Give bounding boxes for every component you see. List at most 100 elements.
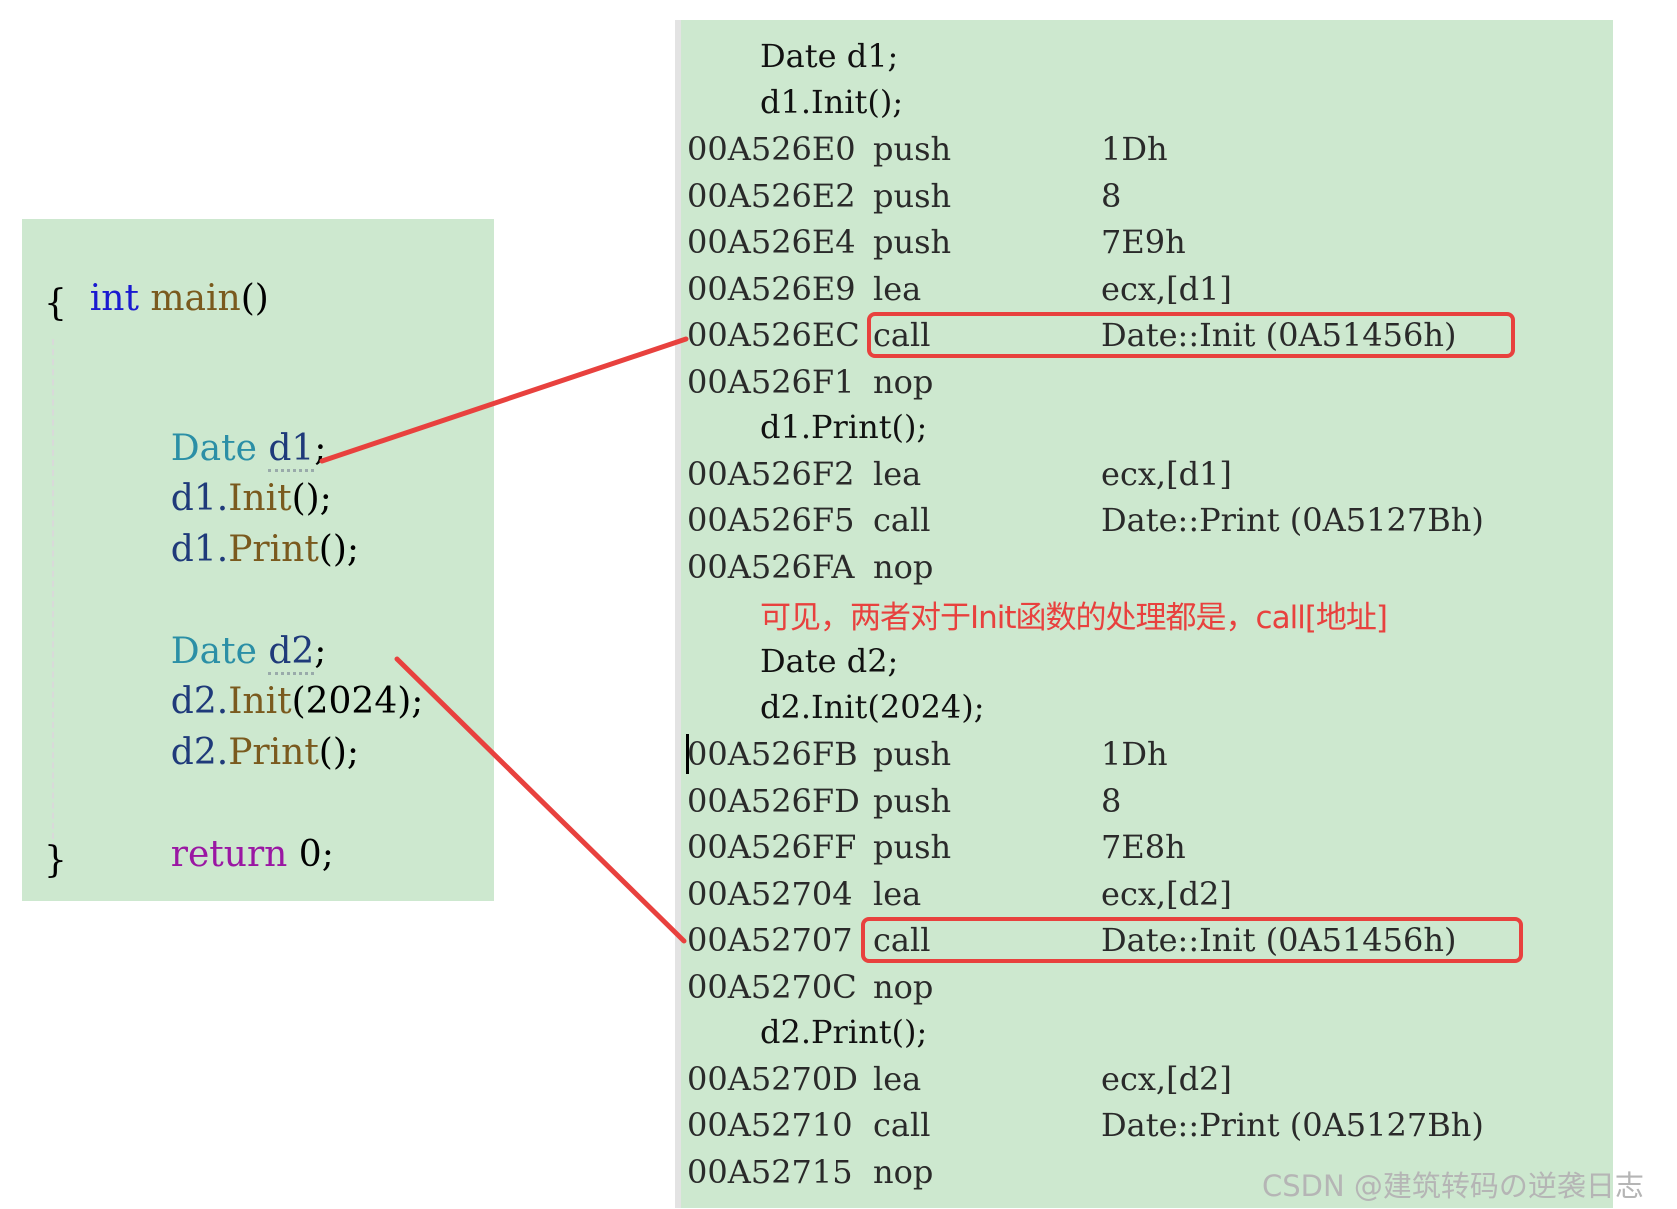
date-type-1: Date	[170, 428, 257, 469]
d2-print-fn: Print	[228, 732, 319, 773]
d1-init-line: d1.Init();	[125, 433, 332, 565]
asm-row[interactable]: 00A526F1 nop	[687, 362, 1587, 402]
asm-row[interactable]: 00A526FD push 8	[687, 781, 1587, 821]
asm-opcode: nop	[873, 363, 934, 401]
asm-operand: 1Dh	[1101, 130, 1168, 168]
asm-address: 00A526E9	[687, 270, 856, 308]
var-d1: d1	[268, 428, 315, 472]
asm-address: 00A526FD	[687, 782, 860, 820]
decl-d2-line: Date d2;	[125, 586, 326, 718]
asm-address: 00A52715	[687, 1153, 853, 1191]
asm-source-line: d1.Init();	[760, 83, 904, 121]
asm-opcode: call	[873, 501, 931, 539]
d2-init-fn: Init	[228, 681, 292, 722]
asm-opcode: nop	[873, 968, 934, 1006]
asm-operand: Date::Init (0A51456h)	[1101, 921, 1457, 959]
asm-operand: 8	[1101, 782, 1122, 820]
asm-address: 00A526FF	[687, 828, 857, 866]
asm-opcode: nop	[873, 1153, 934, 1191]
main-signature-line: int main()	[44, 233, 269, 365]
int-keyword: int	[89, 278, 139, 319]
asm-opcode: lea	[873, 1060, 922, 1098]
main-function-name: main	[150, 278, 241, 319]
asm-row[interactable]: 00A526FB push 1Dh	[687, 734, 1587, 774]
asm-address: 00A526E2	[687, 177, 856, 215]
d1-init-args: ()	[291, 478, 320, 519]
asm-operand: ecx,[d2]	[1101, 875, 1232, 913]
asm-opcode: push	[873, 177, 952, 215]
asm-operand: 8	[1101, 177, 1122, 215]
asm-operand: ecx,[d1]	[1101, 455, 1232, 493]
asm-opcode: nop	[873, 548, 934, 586]
date-type-2: Date	[170, 631, 257, 672]
close-brace: }	[44, 840, 67, 881]
asm-row[interactable]: 00A52704 lea ecx,[d2]	[687, 874, 1587, 914]
asm-row[interactable]: 00A5270D lea ecx,[d2]	[687, 1059, 1587, 1099]
d2-print-args: ();	[318, 732, 360, 773]
asm-source-line: Date d2;	[760, 642, 899, 680]
asm-address: 00A526E0	[687, 130, 856, 168]
return-line: return 0;	[125, 789, 334, 921]
asm-opcode: push	[873, 223, 952, 261]
csdn-watermark: CSDN @建筑转码の逆袭日志	[1262, 1169, 1644, 1203]
asm-address: 00A5270D	[687, 1060, 858, 1098]
annotation-text: 可见，两者对于Init函数的处理都是，call[地址]	[760, 600, 1388, 636]
asm-source-line: d2.Init(2024);	[760, 688, 985, 726]
d1-print-line: d1.Print();	[125, 484, 359, 616]
semicolon-3: ;	[314, 631, 327, 672]
call-init-highlight-1	[867, 312, 1515, 358]
d2-print-object: d2.	[170, 732, 229, 773]
asm-address: 00A52704	[687, 875, 853, 913]
asm-opcode: call	[873, 921, 931, 959]
asm-address: 00A526FB	[687, 735, 858, 773]
main-parens: ()	[240, 278, 269, 319]
asm-operand: ecx,[d2]	[1101, 1060, 1232, 1098]
asm-opcode: push	[873, 130, 952, 168]
disassembly-panel: Date d1; d1.Init(); 00A526E0 push 1Dh 00…	[675, 20, 1613, 1208]
asm-row[interactable]: 00A526E4 push 7E9h	[687, 222, 1587, 262]
asm-address: 00A526F1	[687, 363, 855, 401]
call-init-highlight-2	[861, 917, 1523, 963]
asm-source-line: Date d1;	[760, 37, 899, 75]
asm-row[interactable]: 00A5270C nop	[687, 967, 1587, 1007]
panel-left-border	[675, 20, 681, 1208]
asm-address: 00A526EC	[687, 316, 860, 354]
asm-address: 00A5270C	[687, 968, 857, 1006]
asm-opcode: lea	[873, 875, 922, 913]
asm-opcode: push	[873, 782, 952, 820]
asm-row[interactable]: 00A526FF push 7E8h	[687, 827, 1587, 867]
asm-row[interactable]: 00A526F5 call Date::Print (0A5127Bh)	[687, 500, 1587, 540]
asm-row[interactable]: 00A526E0 push 1Dh	[687, 129, 1587, 169]
asm-operand: 7E8h	[1101, 828, 1186, 866]
asm-address: 00A526E4	[687, 223, 856, 261]
asm-operand: 7E9h	[1101, 223, 1186, 261]
asm-operand: Date::Print (0A5127Bh)	[1101, 501, 1484, 539]
asm-row[interactable]: 00A526E2 push 8	[687, 176, 1587, 216]
asm-opcode: lea	[873, 270, 922, 308]
d1-print-object: d1.	[170, 529, 229, 570]
asm-row[interactable]: 00A52715 nop	[687, 1152, 1587, 1192]
return-keyword: return	[170, 834, 288, 875]
asm-row-call-init-d1[interactable]: 00A526EC call Date::Init (0A51456h)	[687, 315, 1587, 355]
arrow-d1-init	[319, 336, 689, 464]
semicolon-2: ;	[319, 478, 332, 519]
asm-source-line: d2.Print();	[760, 1013, 928, 1051]
open-brace: {	[44, 283, 67, 324]
asm-address: 00A52707	[687, 921, 853, 959]
asm-row[interactable]: 00A526F2 lea ecx,[d1]	[687, 454, 1587, 494]
asm-row[interactable]: 00A52710 call Date::Print (0A5127Bh)	[687, 1105, 1587, 1145]
asm-opcode: push	[873, 828, 952, 866]
asm-row[interactable]: 00A526E9 lea ecx,[d1]	[687, 269, 1587, 309]
d2-init-args: (2024)	[291, 681, 412, 722]
text-caret	[686, 734, 689, 774]
arrow-d2-init	[394, 656, 687, 944]
asm-row[interactable]: 00A526FA nop	[687, 547, 1587, 587]
asm-row-call-init-d2[interactable]: 00A52707 call Date::Init (0A51456h)	[687, 920, 1587, 960]
asm-operand: Date::Init (0A51456h)	[1101, 316, 1457, 354]
d1-print-args: ();	[318, 529, 360, 570]
d2-init-line: d2.Init(2024);	[125, 636, 424, 768]
asm-source-line: d1.Print();	[760, 408, 928, 446]
d1-init-fn: Init	[228, 478, 292, 519]
asm-opcode: push	[873, 735, 952, 773]
